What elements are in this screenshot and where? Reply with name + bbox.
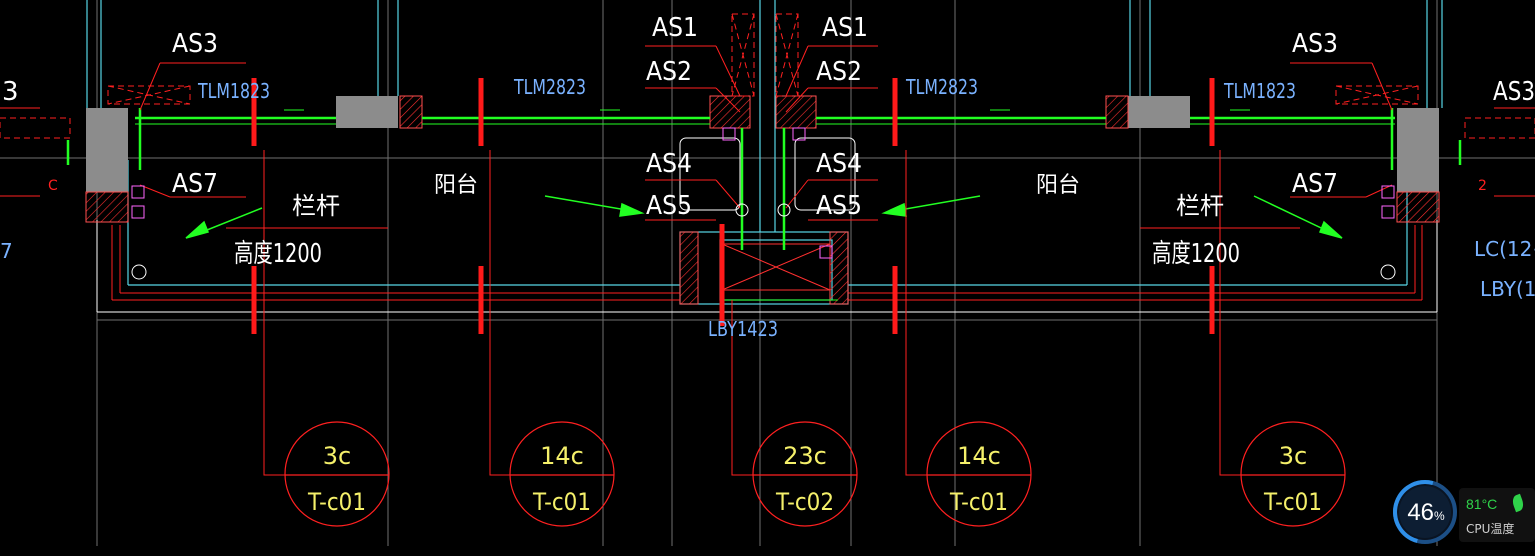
- cpu-gauge-ring: [1393, 480, 1457, 544]
- label-railing-left: 栏杆: [292, 192, 340, 220]
- wall-columns: [86, 96, 1439, 192]
- white-outlines: [96, 137, 1438, 313]
- label-lby1423: LBY1423: [708, 317, 778, 341]
- leaf-icon: [1510, 493, 1526, 513]
- callout-texts: 3c T-c01 14c T-c01 23c T-c02 14c T-c01 3…: [307, 442, 1322, 516]
- section-markers: [251, 78, 1215, 334]
- label-as7-left: AS7: [172, 169, 218, 199]
- label-tlm1823-right: TLM1823: [1223, 79, 1296, 103]
- cpu-info-panel: 81°C CPU温度: [1459, 488, 1535, 542]
- label-balcony-right: 阳台: [1036, 173, 1080, 198]
- label-as3-far-right: AS3: [1493, 77, 1535, 107]
- callout-2-top: 14c: [540, 442, 584, 470]
- red-dashed-elements: [0, 13, 1535, 139]
- callout-2-bottom: T-c01: [532, 488, 591, 516]
- label-lby-right: LBY(12: [1480, 277, 1535, 301]
- label-as3-right: AS3: [1292, 29, 1338, 59]
- drawing-labels: AS3 AS3 3 AS3 AS1 AS1 AS2 AS2 AS4 AS4 AS…: [0, 13, 1535, 341]
- label-as2-left: AS2: [646, 57, 692, 87]
- green-thin-lines: [135, 109, 1395, 301]
- label-as2-right: AS2: [816, 57, 862, 87]
- label-height-left: 高度1200: [234, 239, 322, 269]
- label-as3-far-left: 3: [2, 77, 19, 107]
- label-edge-7: 7: [0, 239, 13, 263]
- callout-4-top: 14c: [957, 442, 1001, 470]
- cpu-percent-value: 46: [1407, 499, 1435, 526]
- label-railing-right: 栏杆: [1176, 192, 1224, 220]
- red-outline: [111, 225, 1423, 301]
- callout-3-bottom: T-c02: [775, 488, 834, 516]
- label-as4-right: AS4: [816, 149, 862, 179]
- callout-5-bottom: T-c01: [1263, 488, 1322, 516]
- cpu-temperature: 81°C: [1466, 496, 1498, 512]
- leader-lines: [0, 45, 1535, 476]
- callout-3-top: 23c: [783, 442, 827, 470]
- label-as1-left: AS1: [652, 13, 698, 43]
- callout-circles: [284, 421, 1346, 527]
- cpu-temperature-label: CPU温度: [1466, 522, 1515, 536]
- callout-1-top: 3c: [323, 442, 351, 470]
- label-as7-right: AS7: [1292, 169, 1338, 199]
- label-edge-2: 2: [1478, 178, 1487, 194]
- label-as1-right: AS1: [822, 13, 868, 43]
- label-as5-left: AS5: [646, 191, 692, 221]
- label-tlm2823-right: TLM2823: [905, 75, 978, 99]
- green-arrows: [185, 195, 1343, 239]
- label-tlm2823-left: TLM2823: [513, 75, 586, 99]
- callout-1-bottom: T-c01: [307, 488, 366, 516]
- label-lc-right: LC(12+: [1474, 237, 1535, 261]
- cpu-percent: 46%: [1401, 500, 1451, 529]
- callout-4-bottom: T-c01: [949, 488, 1008, 516]
- label-as3-left: AS3: [172, 29, 218, 59]
- label-edge-c: C: [48, 178, 58, 194]
- cpu-percent-unit: %: [1434, 509, 1445, 523]
- hatched-blocks: [85, 95, 1440, 305]
- green-window-lines: [66, 108, 1462, 250]
- label-balcony-left: 阳台: [434, 173, 478, 198]
- small-symbols: [131, 127, 1396, 280]
- label-tlm1823-left: TLM1823: [197, 79, 270, 103]
- label-as4-left: AS4: [646, 149, 692, 179]
- cpu-monitor-widget[interactable]: 46% 81°C CPU温度: [1381, 468, 1535, 556]
- label-height-right: 高度1200: [1152, 239, 1240, 269]
- label-as5-right: AS5: [816, 191, 862, 221]
- callout-5-top: 3c: [1279, 442, 1307, 470]
